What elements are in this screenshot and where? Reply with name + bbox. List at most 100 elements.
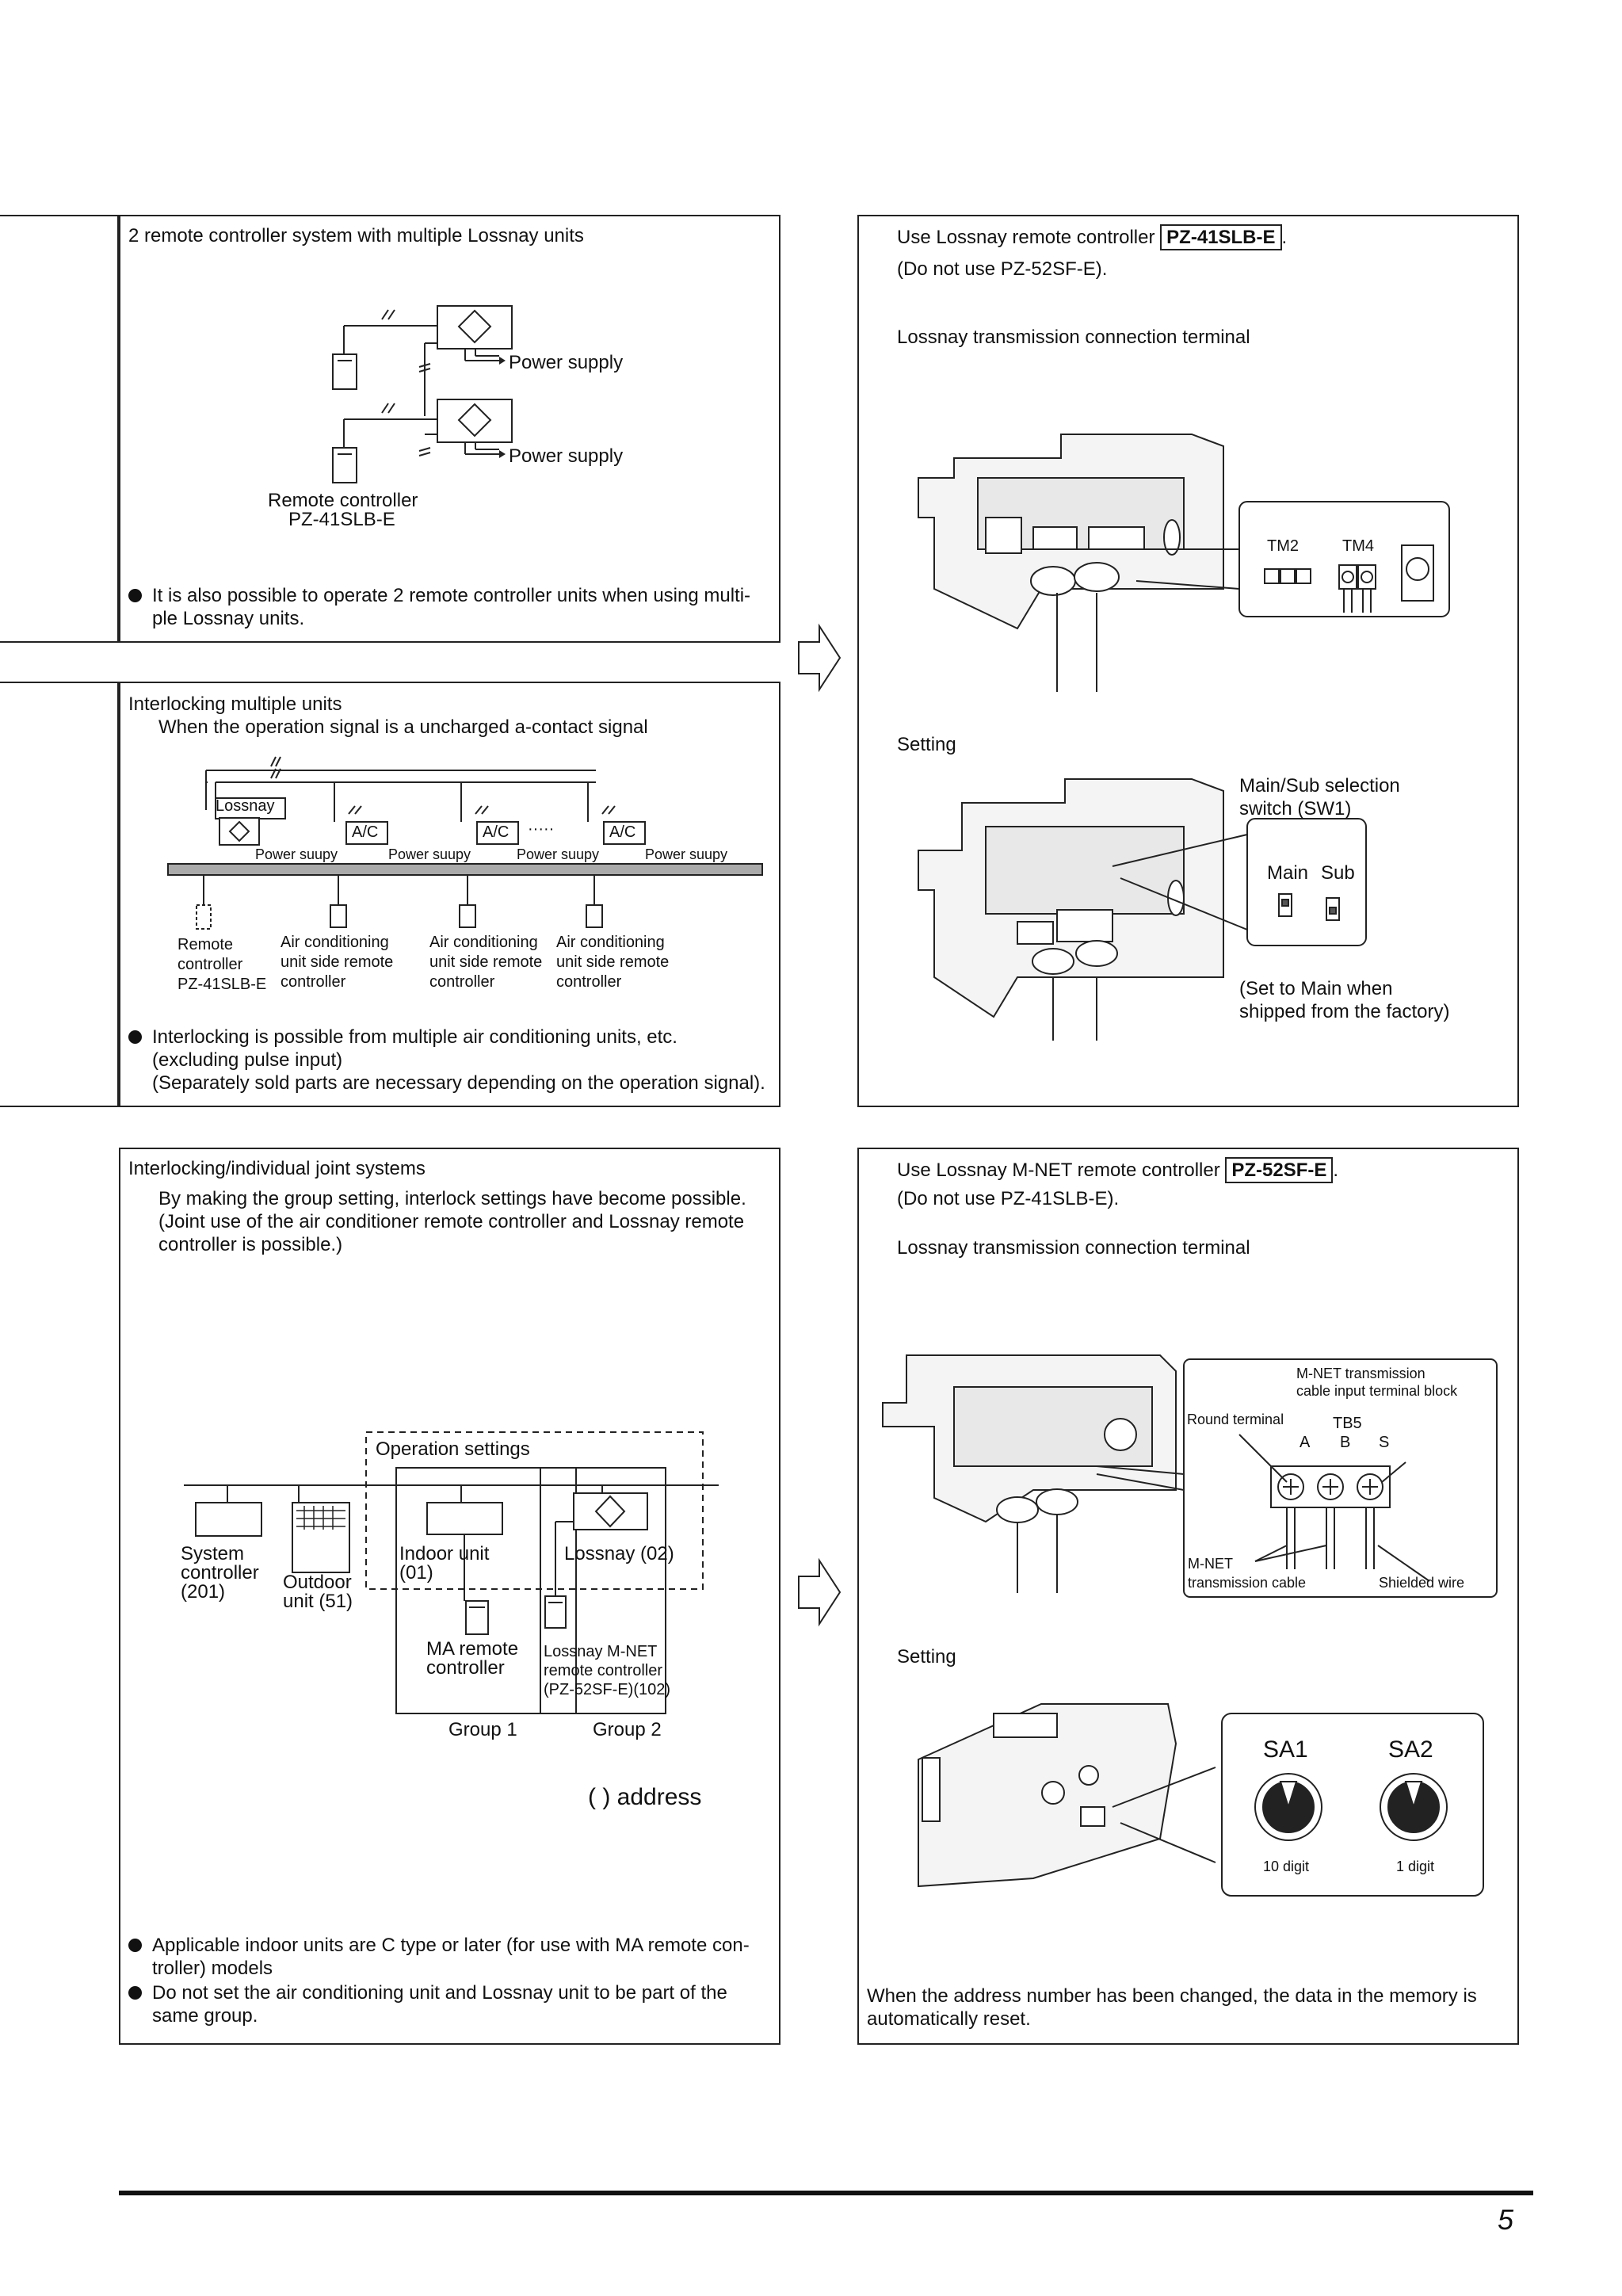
ac-label-1: A/C [352,823,379,841]
section-3-para-1: By making the group setting, interlock s… [158,1188,746,1209]
remote-controller-label: Remote controller [268,490,418,511]
tm2-label: TM2 [1267,537,1299,555]
section-2-title: Interlocking multiple units [128,693,342,715]
setting-label-2: Setting [897,1646,956,1668]
mnet-block-label-2: cable input terminal block [1296,1383,1458,1399]
ellipsis-dots: ····· [528,820,555,838]
section-1-title: 2 remote controller system with multiple… [128,225,584,246]
remote-label-l3: PZ-41SLB-E [177,976,267,993]
indoor-unit-l1: Indoor unit [399,1543,490,1564]
section-1-right-panel: Use Lossnay remote controller PZ-41SLB-E… [857,215,1519,1107]
bullet-text-line1: It is also possible to operate 2 remote … [152,585,751,606]
bullet-text-line1: Applicable indoor units are C type or la… [152,1935,750,1956]
terminal-label: Lossnay transmission connection terminal [897,1237,1250,1259]
indoor-unit-l2: (01) [399,1562,433,1584]
sa1-label: SA1 [1263,1736,1308,1763]
power-supply-label-2: Power supply [509,445,624,467]
lossnay-mnet-l2: remote controller [544,1662,663,1679]
power-supply-1: Power suupy [255,846,338,862]
system-controller-l3: (201) [181,1581,226,1603]
section-2-left-panel: Interlocking multiple units When the ope… [119,682,780,1107]
factory-note-1: (Set to Main when [1239,978,1393,999]
group-system-diagram [184,1431,719,1714]
section-3-para-3: controller is possible.) [158,1234,343,1255]
ma-remote-l2: controller [426,1657,505,1679]
power-supply-2: Power suupy [388,846,471,862]
ac-remote-1-l1: Air conditioning [281,934,389,951]
remote-model-badge: PZ-41SLB-E [1160,224,1282,250]
ac-remote-3-l3: controller [556,973,622,991]
mnet-model-badge: PZ-52SF-E [1225,1157,1334,1183]
outdoor-unit-l1: Outdoor [283,1572,352,1593]
section-3-para-2: (Joint use of the air conditioner remote… [158,1211,745,1232]
lossnay-02-label: Lossnay (02) [564,1543,674,1564]
section-2-subtitle: When the operation signal is a uncharged… [158,716,648,738]
outdoor-unit-l2: unit (51) [283,1591,353,1612]
ac-remote-2-l1: Air conditioning [429,934,538,951]
one-digit-label: 1 digit [1396,1859,1435,1874]
sa2-label: SA2 [1388,1736,1433,1763]
use-remote-prefix: Use Lossnay remote controller [897,227,1155,248]
address-switch-illustration [918,1703,1484,1897]
mnet-cable-label-2: transmission cable [1188,1575,1307,1591]
side-tab-1 [0,215,119,643]
period: . [1333,1159,1339,1181]
bullet-text-line1: Do not set the air conditioning unit and… [152,1982,727,2004]
lossnay-dual-wiring-diagram [332,305,513,483]
power-supply-3: Power suupy [517,846,600,862]
remote-label-l2: controller [177,956,243,973]
bullet-dot [128,1030,142,1044]
ac-remote-1-l3: controller [281,973,346,991]
factory-note-2: shipped from the factory) [1239,1001,1450,1022]
group-2-label: Group 2 [593,1719,662,1740]
terminal-a-label: A [1300,1434,1311,1451]
ac-remote-2-l3: controller [429,973,495,991]
side-tab-2 [0,682,119,1107]
section-3-left-panel: Interlocking/individual joint systems By… [119,1148,780,2045]
section-3-right-panel: Use Lossnay M-NET remote controller PZ-5… [857,1148,1519,2045]
selection-switch-label-1: Main/Sub selection [1239,775,1400,797]
section-2-bullet: Interlocking is possible from multiple a… [128,1026,770,1097]
bullet-dot [128,1939,142,1952]
main-label: Main [1267,862,1309,884]
system-controller-l2: controller [181,1562,259,1584]
operation-settings-label: Operation settings [376,1438,530,1460]
bullet-text-line2: ple Lossnay units. [152,608,305,629]
ac-label-2: A/C [483,823,509,841]
do-not-use-note: (Do not use PZ-41SLB-E). [897,1188,1120,1209]
bullet-text-line2: troller) models [152,1958,273,1979]
tm4-label: TM4 [1342,537,1374,555]
lossnay-mnet-l1: Lossnay M-NET [544,1643,658,1660]
bullet-dot [128,589,142,602]
page-number: 5 [1498,2203,1514,2236]
section-3-title: Interlocking/individual joint systems [128,1158,426,1179]
system-controller-l1: System [181,1543,245,1564]
ac-remote-3-l2: unit side remote [556,953,670,971]
round-terminal-label: Round terminal [1187,1412,1284,1427]
ten-digit-label: 10 digit [1263,1859,1310,1874]
reset-note-1: When the address number has been changed… [867,1985,1477,2007]
reset-note-2: automatically reset. [867,2008,1031,2030]
ac-label-3: A/C [609,823,636,841]
lossnay-board-illustration-1 [918,434,1450,692]
mnet-cable-label-1: M-NET [1188,1556,1233,1572]
terminal-b-label: B [1340,1434,1351,1451]
lossnay-mnet-l3: (PZ-52SF-E)(102) [544,1681,671,1698]
mnet-block-label-1: M-NET transmission [1296,1366,1425,1381]
lossnay-board-illustration-2 [918,778,1367,1041]
period: . [1281,227,1288,248]
bullet-text-line3: (Separately sold parts are necessary dep… [152,1072,765,1094]
section-1-bullet: It is also possible to operate 2 remote … [128,584,762,632]
ma-remote-l1: MA remote [426,1638,519,1660]
section-3-bullet-2: Do not set the air conditioning unit and… [128,1981,770,2029]
use-mnet-prefix: Use Lossnay M-NET remote controller [897,1159,1220,1181]
section-1-left-panel: 2 remote controller system with multiple… [119,215,780,643]
use-mnet-remote-line: Use Lossnay M-NET remote controller PZ-5… [897,1157,1338,1183]
bullet-text-line1: Interlocking is possible from multiple a… [152,1026,677,1048]
ac-remote-1-l2: unit side remote [281,953,394,971]
ac-remote-3-l1: Air conditioning [556,934,665,951]
do-not-use-note: (Do not use PZ-52SF-E). [897,258,1108,280]
bullet-dot [128,1986,142,2000]
shielded-wire-label: Shielded wire [1379,1575,1465,1591]
section-3-bullet-1: Applicable indoor units are C type or la… [128,1934,770,1981]
